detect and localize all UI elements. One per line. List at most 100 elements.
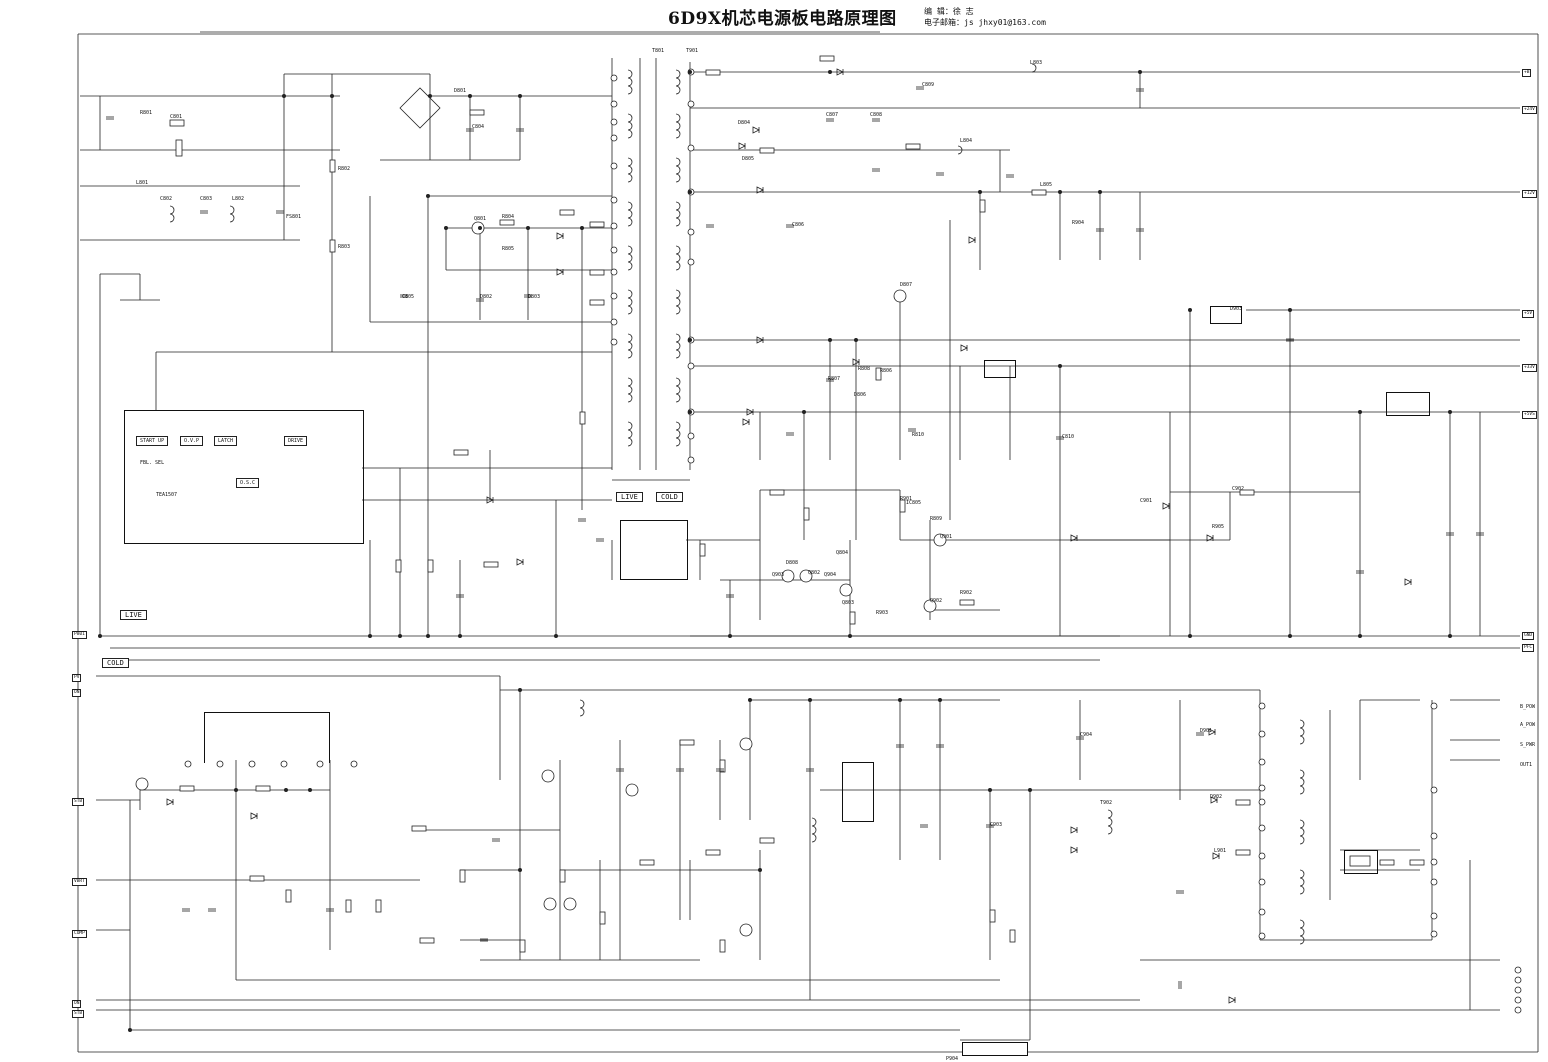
resistor [759,837,775,844]
transistor [739,923,753,937]
component-ref-d802: D802 [480,294,493,300]
email-value: js jhxy01@163.com [964,18,1046,27]
transformer-pin [1430,786,1438,794]
resistor [1009,929,1016,943]
edge-right-1: +24V [1522,106,1537,114]
junction-dot [688,337,693,342]
transformer-pin [1430,930,1438,938]
diode [1070,534,1078,542]
component-ref-c808: C808 [870,112,883,118]
transformer-pin [610,268,618,276]
diode [1070,846,1078,854]
transformer-pin [687,432,695,440]
ic-signal-box [204,712,330,763]
flyback-winding [1107,809,1113,835]
component-ref-ic805: IC805 [906,500,922,506]
component-ref-q802: Q802 [808,570,821,576]
diode [742,418,750,426]
ic802-box [984,360,1016,378]
resistor [559,869,566,883]
resistor [803,507,810,521]
ic-pin [184,760,192,768]
diode [752,126,760,134]
transformer-winding [1299,869,1305,895]
diode [486,496,494,504]
transformer-pin [1258,784,1266,792]
resistor [345,899,352,913]
transformer-winding [675,289,681,315]
editor-label: 编 辑： [924,7,953,16]
edge-right-2: +12V [1522,190,1537,198]
junction-dot [748,698,753,703]
component-ref-c801: C801 [170,114,183,120]
component-ref-c804: C804 [472,124,485,130]
component-ref-d806: D806 [854,392,867,398]
transformer-winding [627,333,633,359]
component-ref-q801: Q801 [474,216,487,222]
transformer-pin [1430,912,1438,920]
diode [968,236,976,244]
transformer-pin [687,456,695,464]
editor-name: 徐 志 [952,7,974,16]
junction-dot [307,788,312,793]
component-ref-l801: L801 [136,180,149,186]
connector-pin [1514,1006,1522,1014]
transformer-winding [675,333,681,359]
junction-dot [1358,409,1363,414]
junction-dot [854,337,859,342]
component-ref-c903: C903 [990,822,1003,828]
component-ref-c904: C904 [1080,732,1093,738]
component-ref-r905: R905 [1212,524,1225,530]
transformer-pin [687,100,695,108]
junction-dot [988,788,993,793]
component-ref-l802: L802 [232,196,245,202]
ic-pin [316,760,324,768]
zone-cold-opto: COLD [656,492,683,502]
component-group [98,55,1522,1052]
transformer-pin [1258,878,1266,886]
junction-dot [898,698,903,703]
transistor [893,289,907,303]
edge-right-4: +33V [1522,364,1537,372]
transistor [839,583,853,597]
component-ref-d901: D901 [1200,728,1213,734]
edge-right-7: PFC [1522,644,1535,652]
transformer-winding [1299,769,1305,795]
transformer-winding [627,113,633,139]
junction-dot [688,70,693,75]
junction-dot [425,634,430,639]
junction-dot [1058,363,1063,368]
resistor [705,849,721,856]
connector-pin [1514,996,1522,1004]
junction-dot [1098,189,1103,194]
resistor [579,411,586,425]
edge-right-low-3: OUT1 [1520,762,1533,768]
resistor [989,909,996,923]
connector-pin [1514,966,1522,974]
diode [516,558,524,566]
junction-dot [1358,634,1363,639]
ic-pin [280,760,288,768]
ic801-osc: O.S.C [236,478,260,488]
junction-dot [397,634,402,639]
junction-dot [367,634,372,639]
email-line: 电子邮箱：js jhxy01@163.com [924,17,1046,28]
junction-dot [443,225,448,230]
transistor [923,599,937,613]
component-ref-c807: C807 [826,112,839,118]
junction-dot [1448,409,1453,414]
resistor [519,939,526,953]
resistor [759,147,775,154]
resistor [639,859,655,866]
zone-live-opto: LIVE [616,492,643,502]
transformer-winding [1299,919,1305,945]
ic801-name: TEA1507 [156,492,178,498]
junction-dot [1138,70,1143,75]
resistor [699,543,706,557]
transformer-winding [627,201,633,227]
junction-dot [467,94,472,99]
transformer-pin [1258,932,1266,940]
component-ref-l803: L803 [1030,60,1043,66]
component-ref-d801: D801 [454,88,467,94]
resistor [589,299,605,306]
